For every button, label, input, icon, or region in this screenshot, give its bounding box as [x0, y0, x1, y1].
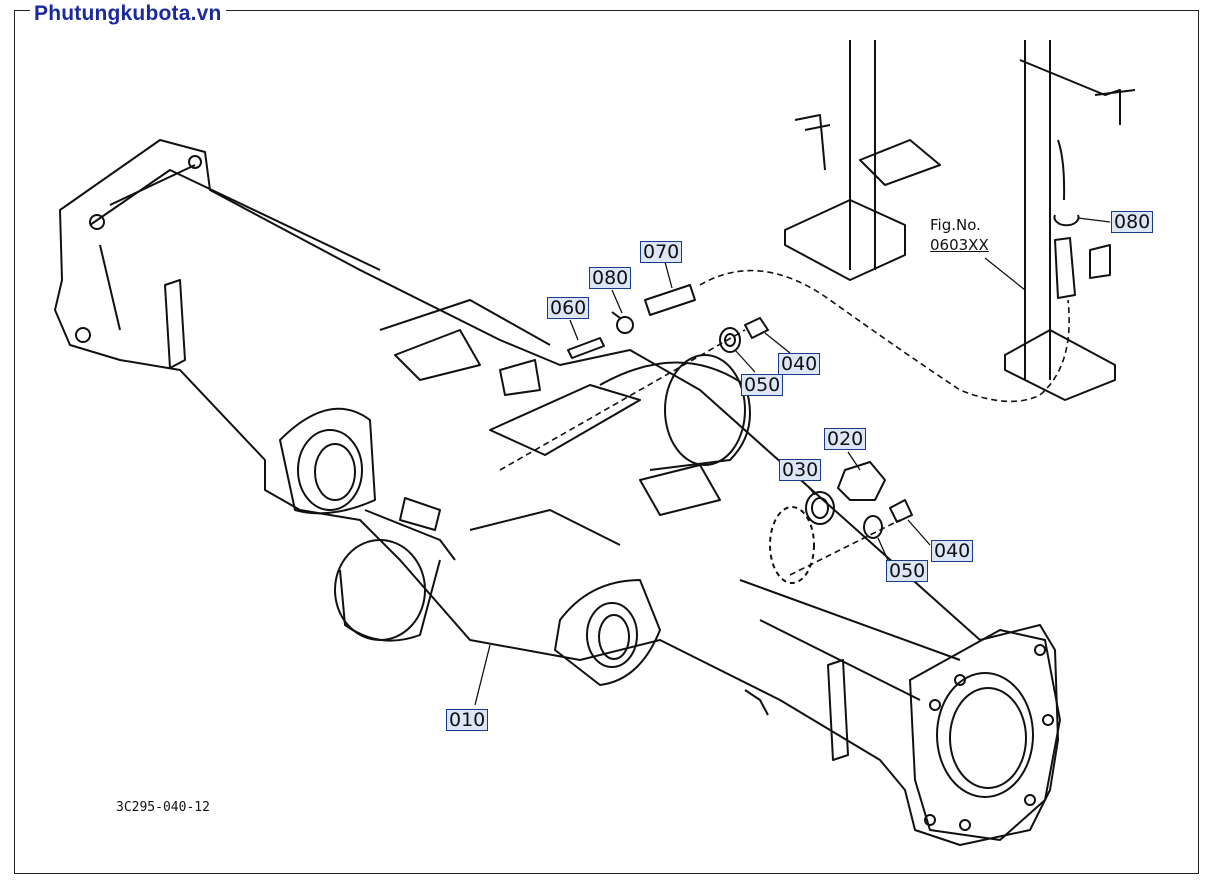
leader-080b — [1077, 217, 1111, 223]
callout-080-left[interactable]: 080 — [589, 267, 632, 289]
leader-040b — [907, 519, 931, 546]
leader-020 — [847, 451, 861, 471]
leader-080a — [611, 289, 623, 314]
leader-figref — [984, 257, 1026, 291]
leader-050a — [734, 349, 756, 373]
leader-030 — [804, 482, 816, 496]
housing-outline — [54, 139, 1059, 846]
callout-020[interactable]: 020 — [824, 428, 867, 450]
site-watermark: Phutungkubota.vn — [30, 2, 226, 26]
callout-030[interactable]: 030 — [779, 459, 822, 481]
figure-reference-label: Fig.No. — [930, 216, 981, 234]
drawing-code: 3C295-040-12 — [116, 800, 210, 815]
diagram-frame — [14, 10, 1199, 874]
callout-050-upper[interactable]: 050 — [741, 374, 784, 396]
figure-reference-number[interactable]: 0603XX — [930, 236, 989, 254]
plug-axis — [499, 329, 746, 471]
callout-060[interactable]: 060 — [547, 297, 590, 319]
leader-070 — [664, 261, 673, 289]
callout-040-lower[interactable]: 040 — [931, 540, 974, 562]
leader-010 — [474, 644, 491, 706]
leader-040a — [764, 332, 791, 354]
figure-reference: Fig.No. 0603XX — [930, 215, 989, 255]
leader-060 — [569, 319, 579, 341]
callout-010[interactable]: 010 — [446, 709, 489, 731]
hose-route — [699, 269, 1070, 403]
callout-040-upper[interactable]: 040 — [778, 353, 821, 375]
callout-050-lower[interactable]: 050 — [886, 560, 929, 582]
callout-080-right[interactable]: 080 — [1111, 211, 1154, 233]
callout-070[interactable]: 070 — [640, 241, 683, 263]
